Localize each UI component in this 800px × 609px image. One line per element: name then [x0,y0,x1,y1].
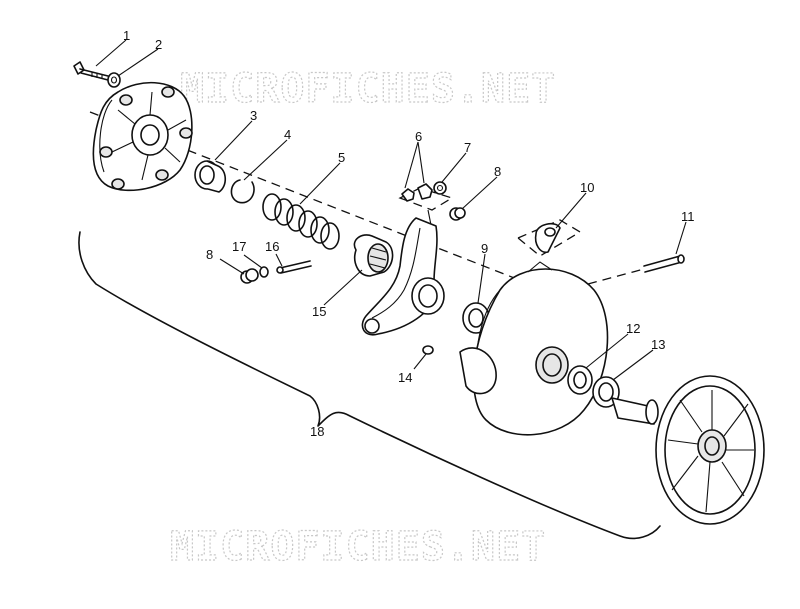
callout-16: 16 [265,239,279,254]
callout-10: 10 [580,180,594,195]
callout-1: 1 [123,28,130,43]
callout-6: 6 [415,129,422,144]
callout-11: 11 [681,209,695,224]
callout-13: 13 [651,337,665,352]
callout-8-left: 8 [206,247,213,262]
callout-12: 12 [626,321,640,336]
callout-9: 9 [481,241,488,256]
cover-plate [92,81,193,192]
fixed-sheave-shaft [611,375,765,525]
leader-lines [95,39,687,381]
part-5-spring [262,193,340,250]
assembly-bracket-18 [78,231,661,540]
part-11-pin [587,254,685,285]
part-6-nuts [398,183,454,231]
part-1-bolt [73,61,109,81]
watermark-top: MICROFICHES.NET [180,66,556,112]
part-2-washer [107,72,121,88]
callout-8-right: 8 [494,164,501,179]
watermark-bottom: MICROFICHES.NET [170,524,546,570]
part-3-bushing [194,160,227,193]
part-17-ring [259,266,269,278]
callout-4: 4 [284,127,291,142]
callout-15: 15 [312,304,326,319]
part-10-tab-plate [516,219,582,257]
callout-2: 2 [155,37,162,52]
callout-17: 17 [232,239,246,254]
part-8-cap-right [449,207,466,221]
part-14-setscrew [422,345,434,355]
spider-arm [361,217,445,336]
callout-7: 7 [464,140,471,155]
callout-18: 18 [310,424,324,439]
part-12-bushing [567,365,593,395]
part-15-roller-hub [353,234,394,277]
part-7-washer [433,181,447,195]
part-16-pin [276,260,312,274]
part-8-cap-left [240,268,259,284]
callout-3: 3 [250,108,257,123]
callout-5: 5 [338,150,345,165]
callout-14: 14 [398,370,412,385]
callout-labels: 1 2 3 4 5 6 7 8 8 9 10 11 12 13 14 15 16… [123,28,695,439]
moveable-sheave [459,261,609,436]
part-4-snap-ring [230,179,255,204]
